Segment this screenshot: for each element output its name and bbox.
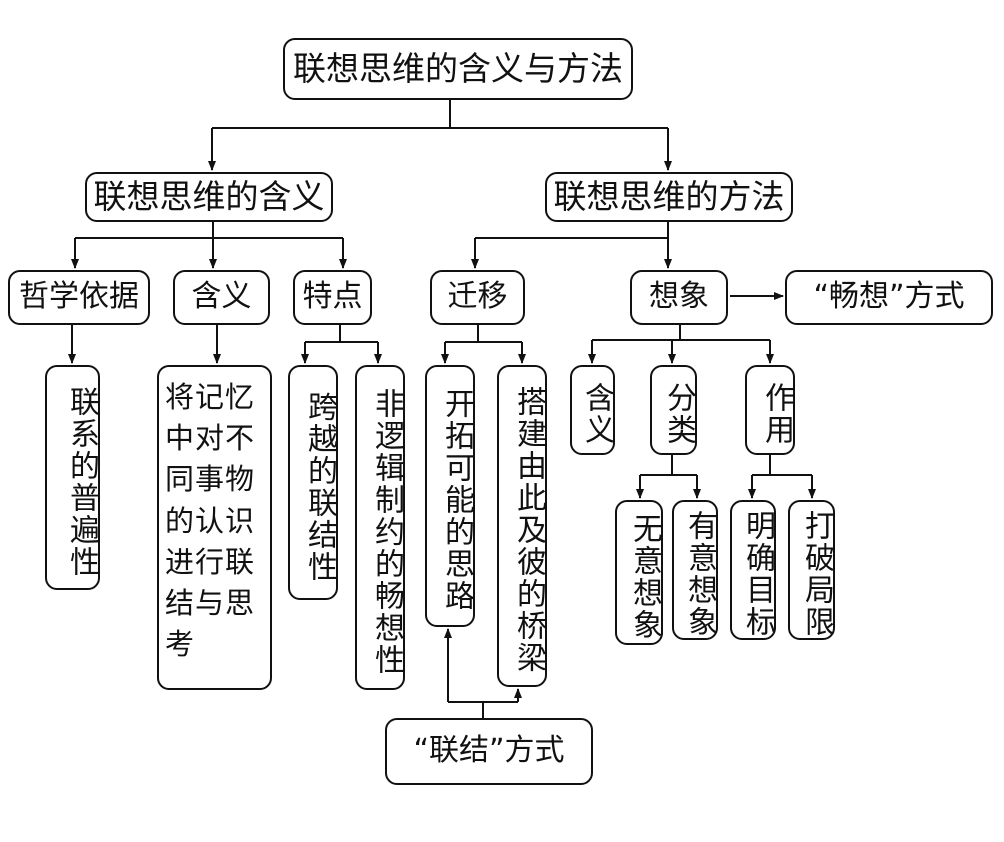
link-mode-node: “联结”方式: [385, 718, 593, 785]
imagination-node: 想象: [630, 270, 728, 325]
definition-line: 进行联: [165, 544, 256, 579]
definition-line: 的认识: [165, 503, 256, 538]
type-2-node: 有意想象: [672, 500, 718, 640]
free-mode-node: “畅想”方式: [785, 270, 993, 325]
method-node: 联想思维的方法: [545, 172, 793, 222]
feature-2-node: 非逻辑制约的畅想性: [355, 365, 405, 690]
transfer-node: 迁移: [430, 270, 525, 325]
role-1-node: 明确目标: [730, 500, 776, 640]
img-role-node: 作用: [745, 365, 795, 455]
feature-1-node: 跨越的联结性: [288, 365, 338, 600]
img-meaning-node: 含义: [570, 365, 615, 455]
role-2-node: 打破局限: [788, 500, 835, 640]
root-node: 联想思维的含义与方法: [283, 38, 633, 100]
features-node: 特点: [293, 270, 372, 325]
img-types-node: 分类: [650, 365, 697, 455]
definition-line: 考: [165, 627, 196, 662]
definition-line: 同事物: [165, 462, 256, 497]
definition-line: 将记忆: [165, 380, 256, 414]
basis-node: 哲学依据: [8, 270, 150, 325]
basis-detail-node: 联系的普遍性: [45, 365, 100, 590]
definition-detail-node: 将记忆 中对不 同事物 的认识 进行联 结与思 考: [157, 365, 272, 690]
meaning-node: 联想思维的含义: [85, 172, 333, 222]
transfer-2-node: 搭建由此及彼的桥梁: [497, 365, 547, 687]
transfer-1-node: 开拓可能的思路: [425, 365, 475, 627]
definition-line: 中对不: [165, 421, 256, 456]
definition-line: 结与思: [165, 585, 256, 620]
definition-node: 含义: [173, 270, 270, 325]
type-1-node: 无意想象: [615, 500, 663, 645]
